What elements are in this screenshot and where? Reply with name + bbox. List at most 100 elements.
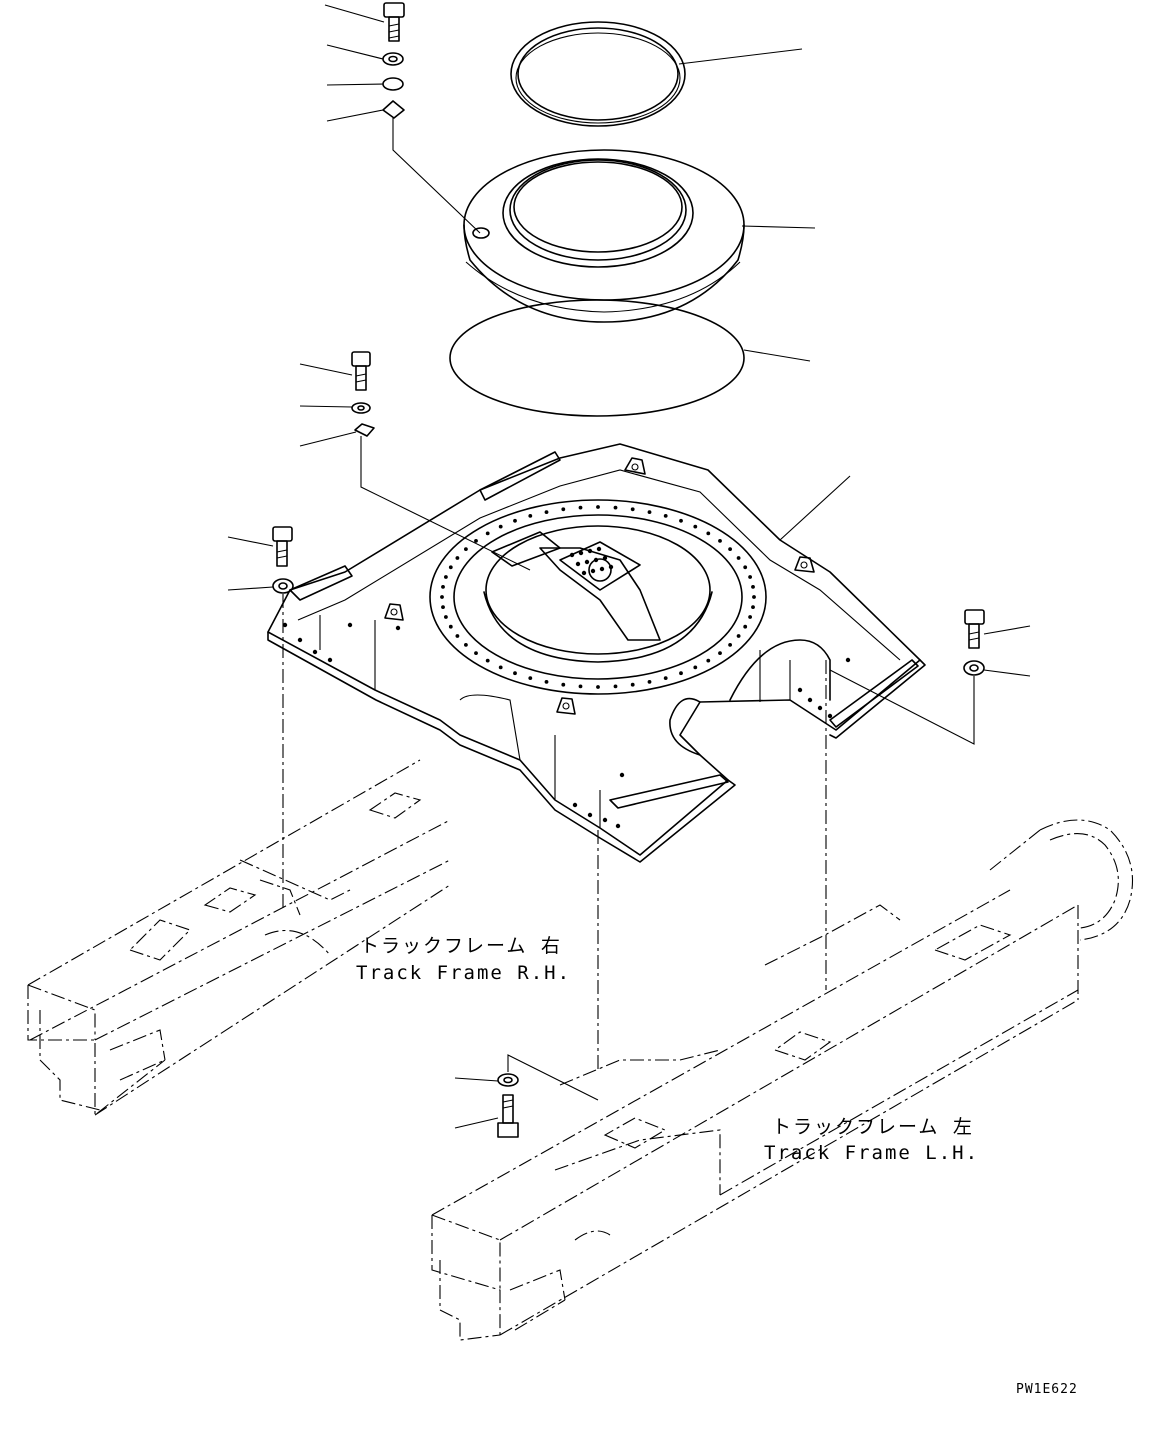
bolt-hole [679, 518, 683, 523]
bolt-hole [464, 643, 468, 647]
bracket-hole [590, 568, 596, 574]
middle-bolt [351, 351, 371, 391]
bracket-hole [587, 548, 593, 554]
bolt-hole [455, 556, 460, 560]
middle-washer [351, 402, 371, 414]
drawing-code: PW1E622 [1016, 1382, 1078, 1397]
bolt-hole [513, 518, 517, 523]
bolt-hole [679, 671, 683, 676]
bracket-hole [575, 561, 581, 567]
frame-hole [615, 823, 621, 829]
leader-right-nut [983, 669, 1031, 677]
bolt-hole [718, 539, 722, 543]
bracket-hole [569, 552, 575, 558]
bolt-hole [485, 658, 490, 663]
center-frame [267, 443, 926, 863]
frame-hole [347, 622, 353, 628]
bolt-hole [528, 514, 533, 518]
guide-lines [282, 594, 827, 1070]
bolt-hole [448, 624, 453, 629]
leader-left-nut [227, 586, 274, 591]
bolt-hole [578, 505, 583, 510]
bolt-hole [748, 575, 752, 579]
bolt-hole [474, 651, 478, 655]
bolt-hole [440, 595, 444, 599]
bolt-hole [561, 507, 566, 512]
bracket-hole [599, 566, 605, 572]
frame-hole [572, 802, 578, 808]
right-bolt [964, 609, 985, 649]
bracket-hole [578, 550, 584, 556]
bolt-hole [630, 507, 635, 512]
bracket-hole [584, 559, 590, 565]
bolt-hole [630, 682, 635, 687]
bolt-hole [544, 510, 549, 514]
bolt-hole [647, 680, 652, 684]
track-frame-lh-label-jp: トラックフレーム 左 [772, 1116, 974, 1138]
frame-hole [327, 657, 333, 663]
bolt-hole [706, 531, 711, 536]
o-ring [449, 299, 745, 417]
bolt-hole [743, 565, 748, 570]
bolt-hole [748, 615, 752, 619]
middle-stopper [354, 423, 375, 437]
frame-hole [797, 687, 803, 693]
bracket-hole [608, 564, 614, 570]
bolt-hole [498, 524, 503, 529]
frame-hole [807, 697, 813, 703]
right-nut [963, 660, 985, 676]
top-bolt [383, 2, 405, 42]
bolt-hole [728, 643, 732, 647]
track-frame-lh [431, 819, 1134, 1341]
bolt-hole [485, 531, 490, 536]
frame-hole [312, 649, 318, 655]
bolt-hole [743, 624, 748, 629]
bracket-holes [569, 546, 614, 576]
leader-lines-bottom [454, 1054, 599, 1129]
bolt-hole [448, 565, 453, 570]
bolt-hole [613, 684, 618, 689]
track-frame-rh-label-jp: トラックフレーム 右 [360, 935, 562, 957]
bolt-hole [498, 665, 503, 670]
leader-right-group [829, 669, 975, 745]
ring-seal [510, 21, 686, 127]
bolt-hole [464, 547, 468, 551]
track-frame-rh-label-en: Track Frame R.H. [356, 962, 572, 984]
bolt-hole [578, 684, 583, 689]
bolt-hole [718, 651, 722, 655]
bottom-washer [497, 1073, 519, 1087]
bolt-hole [441, 585, 445, 589]
bracket-hole [596, 546, 602, 552]
bolt-hole [596, 505, 600, 509]
leader-lines-top [324, 4, 816, 362]
left-nut [272, 578, 294, 594]
bolt-hole [561, 682, 566, 687]
bolt-hole [596, 685, 600, 689]
frame-hole [827, 713, 833, 719]
top-plate [382, 100, 405, 119]
bolt-hole [663, 514, 668, 518]
track-frame-lh-label-en: Track Frame L.H. [764, 1142, 980, 1164]
bolt-hole [444, 575, 448, 579]
top-shim [382, 77, 404, 91]
bolt-hole [474, 539, 478, 543]
bolt-hole [693, 524, 698, 529]
top-washer [382, 52, 404, 66]
swing-circle [463, 149, 745, 323]
frame-hole [587, 812, 593, 818]
leader-lines-middle [299, 363, 851, 571]
bolt-hole [693, 665, 698, 670]
bolt-hole [706, 658, 711, 663]
bolt-hole [444, 615, 448, 619]
bolt-hole [513, 671, 517, 676]
bolt-hole [613, 505, 618, 510]
bolt-hole [528, 676, 533, 680]
bolt-hole [736, 634, 741, 638]
leader-right-bolt [983, 625, 1031, 635]
bracket-hole [602, 555, 608, 561]
bottom-bolt [497, 1094, 519, 1138]
frame-hole [602, 817, 608, 823]
left-bolt [272, 526, 293, 567]
frame-hole [817, 705, 823, 711]
